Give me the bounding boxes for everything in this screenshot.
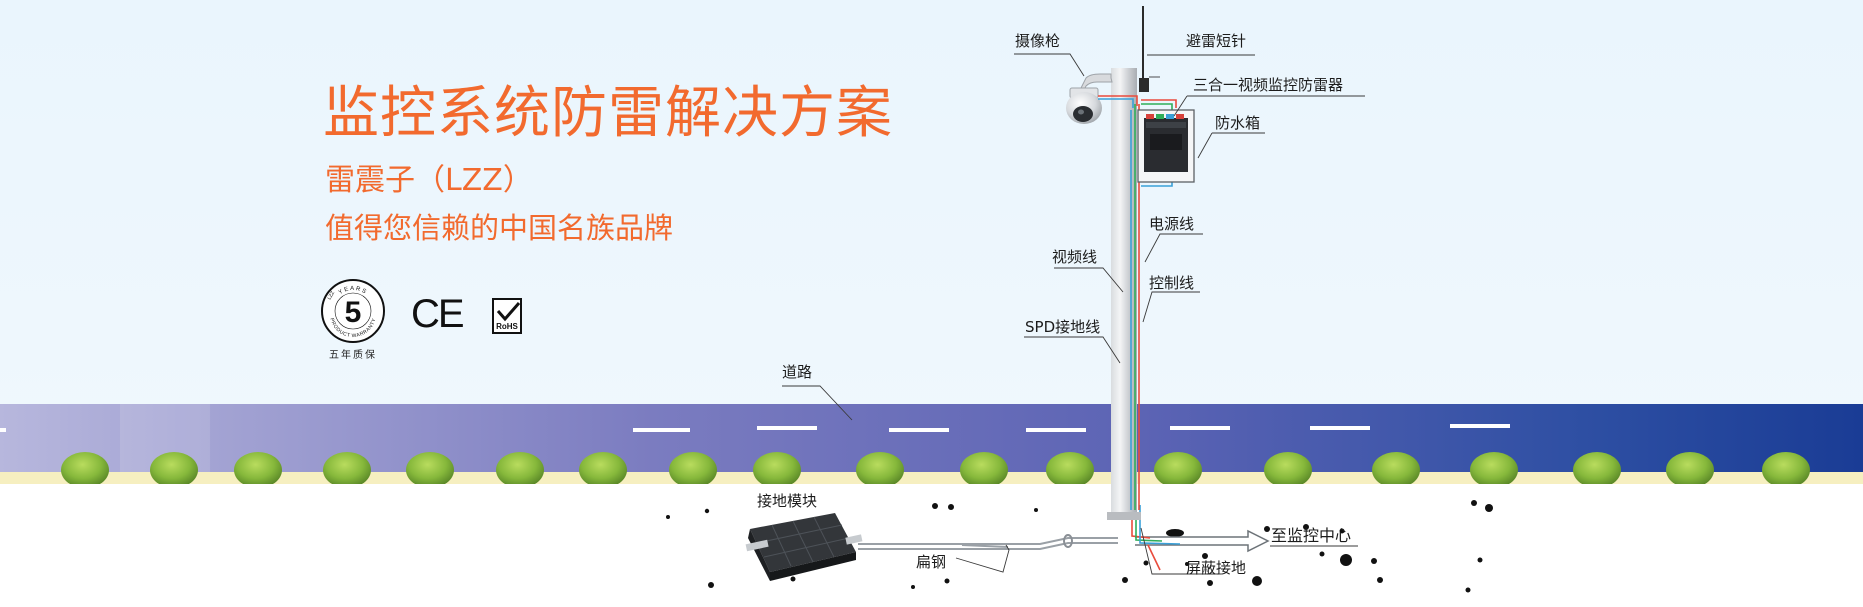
road [0, 404, 1863, 472]
label-ground-module: 接地模块 [757, 492, 818, 510]
label-camera: 摄像枪 [1015, 32, 1061, 50]
label-spd-ground: SPD接地线 [1025, 318, 1101, 336]
lightning-protector-device [1144, 114, 1188, 172]
warranty-caption: 五年质保 [329, 350, 377, 361]
label-shield-ground: 屏蔽接地 [1186, 559, 1247, 577]
rohs-label: RoHS [496, 322, 518, 331]
svg-text:YEARS: YEARS [338, 286, 368, 296]
brand-name: 雷震子（LZZ） [325, 163, 533, 198]
label-lightning-rod: 避雷短针 [1186, 32, 1247, 50]
lane-markings [0, 424, 1510, 432]
warranty-ring-top: YEARS [338, 286, 367, 296]
buried-cable [858, 534, 1118, 550]
label-waterproof-box: 防水箱 [1215, 114, 1261, 132]
ground [0, 484, 1863, 607]
warranty-years-number: 5 [345, 296, 362, 329]
label-to-center: 至监控中心 [1271, 526, 1352, 545]
label-power-line: 电源线 [1149, 215, 1195, 233]
checkmark-icon [496, 302, 521, 322]
label-protector: 三合一视频监控防雷器 [1193, 76, 1344, 94]
page-title: 监控系统防雷解决方案 [323, 81, 893, 146]
grounding-module [745, 513, 863, 581]
brand-slogan: 值得您信赖的中国名族品牌 [325, 211, 674, 245]
monitor-pole [1111, 68, 1137, 518]
to-center-arrow [1135, 529, 1270, 553]
pole-base [1107, 512, 1141, 520]
ce-mark-icon: CE [411, 292, 465, 336]
dome-camera [1066, 87, 1102, 124]
leader-lines [782, 53, 1365, 575]
label-video-line: 视频线 [1052, 248, 1098, 266]
warranty-badge-icon: 5 YEARS PRODUCT WARRANTY LZZ [321, 279, 385, 343]
warranty-ring-left: LZZ [327, 290, 337, 301]
rohs-icon: RoHS [492, 298, 522, 334]
label-flat-steel: 扁钢 [916, 553, 947, 571]
shrub-row [61, 452, 1810, 488]
label-road: 道路 [782, 363, 813, 381]
label-control-line: 控制线 [1149, 274, 1195, 292]
soil-specks [666, 500, 1493, 593]
